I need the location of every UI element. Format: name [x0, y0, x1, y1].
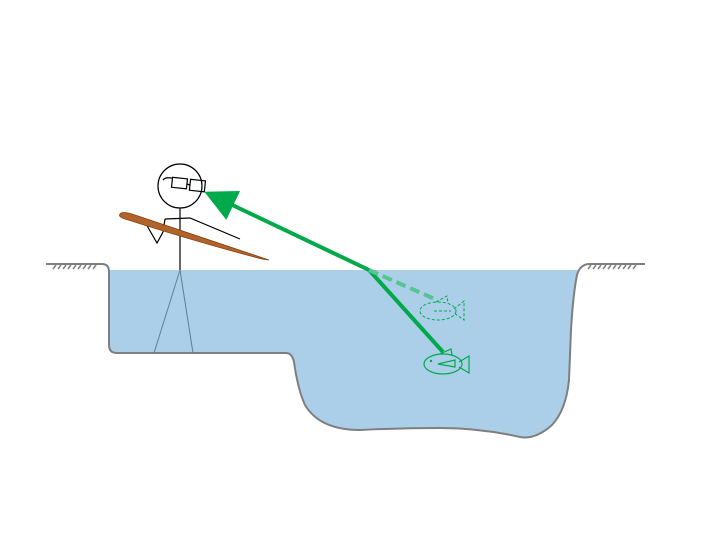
real-fish-icon [423, 348, 470, 375]
observer-figure [145, 163, 241, 270]
spear [119, 212, 270, 261]
ray-to-eye [204, 190, 370, 272]
ground-hatch-right [587, 264, 637, 270]
apparent-ray-extension [368, 268, 438, 302]
arm-right [164, 217, 241, 240]
glasses-icon [162, 176, 207, 193]
refracted-ray-underwater [367, 268, 445, 354]
water [109, 270, 578, 438]
legs-underwater [153, 269, 194, 354]
head [157, 163, 203, 209]
ground-hatch-left [52, 264, 97, 270]
pool-outline [46, 263, 645, 439]
apparent-fish-icon [419, 295, 465, 321]
